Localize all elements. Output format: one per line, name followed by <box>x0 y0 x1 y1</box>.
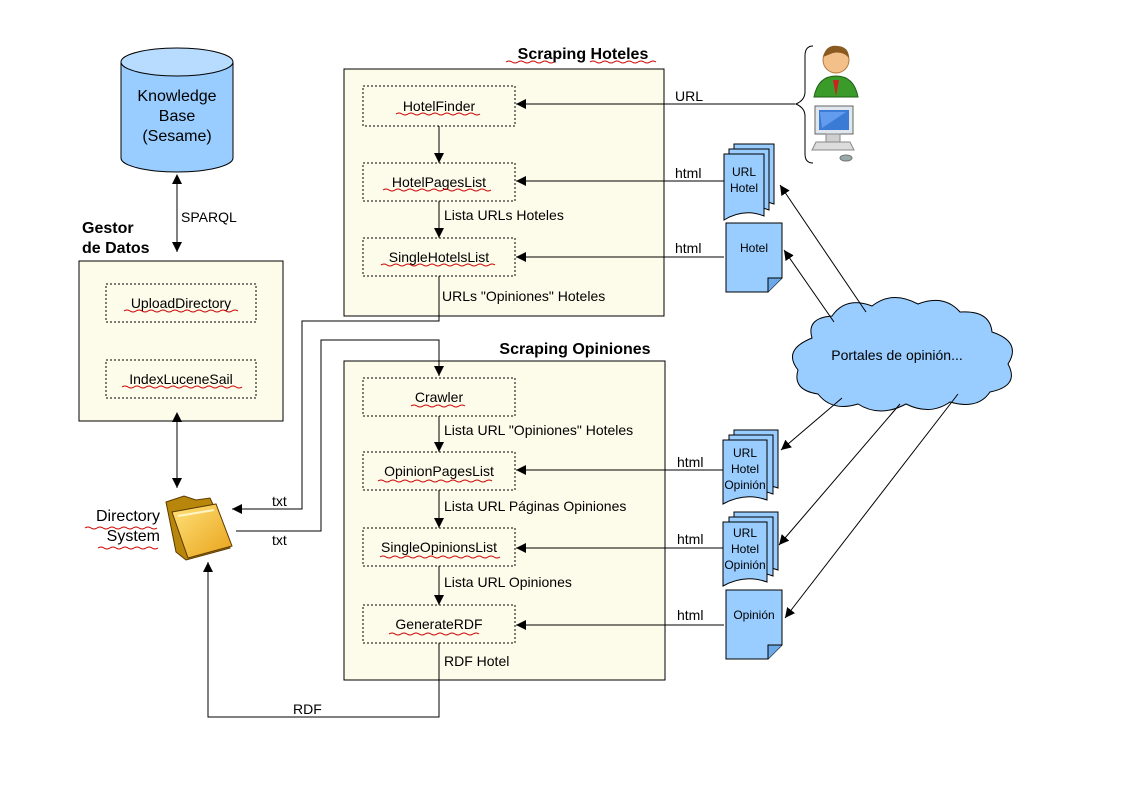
txt-arrow-2 <box>236 339 444 532</box>
opinion-doc1-line2: Hotel <box>731 462 759 476</box>
url-hotel-doc-line1: URL <box>732 165 756 179</box>
opinion-doc2-line1: URL <box>733 526 757 540</box>
cloud-arrow-4 <box>778 403 901 546</box>
spellcheck-squiggle <box>379 555 501 559</box>
index-lucene-module <box>105 359 257 399</box>
cloud-arrow-5 <box>784 393 959 619</box>
rdf-hotel-label: RDF Hotel <box>444 653 509 669</box>
lista-url-opiniones-hoteles-label: Lista URL "Opiniones" Hoteles <box>444 422 633 438</box>
hotel-document: Hotel <box>725 222 783 293</box>
generaterdf-label: GenerateRDF <box>395 616 482 632</box>
scraping-opiniones-title: Scraping Opiniones <box>499 341 650 358</box>
upload-directory-module <box>105 283 257 323</box>
opinion-document: Opinión <box>725 589 783 660</box>
singleopinionslist-label: SingleOpinionsList <box>381 539 497 555</box>
spellcheck-squiggle <box>84 526 158 530</box>
url-hotel-document: URL Hotel <box>723 143 775 221</box>
opinion-portals-cloud: Portales de opinión... <box>791 297 1013 412</box>
upload-directory-label: UploadDirectory <box>131 295 231 311</box>
rdf-arrow <box>203 562 440 718</box>
hotelpageslist-label: HotelPagesList <box>392 174 486 190</box>
html-label-1: html <box>675 165 701 181</box>
opinion-doc1-line1: URL <box>733 446 757 460</box>
knowledge-base-cylinder: Knowledge Base (Sesame) <box>120 47 234 173</box>
index-lucene-label: IndexLuceneSail <box>129 371 233 387</box>
spellcheck-squiggle <box>395 112 481 116</box>
directory-title-1: Directory <box>96 508 160 525</box>
user-brace <box>794 45 814 164</box>
directory-title-2: System <box>107 528 160 545</box>
url-hotel-opinion-document-2: URL Hotel Opinión <box>722 511 779 587</box>
crawler-label: Crawler <box>415 389 464 405</box>
opinion-doc2-line3: Opinión <box>724 558 765 572</box>
computer-icon <box>811 105 855 162</box>
cloud-arrow-2 <box>783 249 835 323</box>
spellcheck-squiggle <box>382 188 492 192</box>
knowledge-base-label-3: (Sesame) <box>142 128 211 145</box>
opinion-doc-label: Opinión <box>733 608 774 622</box>
txt-label-1: txt <box>272 493 287 509</box>
hotel-doc-label: Hotel <box>740 241 768 255</box>
url-hotel-opinion-document-1: URL Hotel Opinión <box>722 429 779 505</box>
spellcheck-squiggle <box>505 60 555 64</box>
singleopinionslist-module <box>362 527 516 567</box>
spellcheck-squiggle <box>388 632 480 636</box>
html-label-3: html <box>677 454 703 470</box>
opinionpageslist-label: OpinionPagesList <box>384 463 494 479</box>
cloud-arrow-3 <box>780 397 843 451</box>
sparql-label: SPARQL <box>181 209 237 225</box>
opinion-doc2-line2: Hotel <box>731 542 759 556</box>
opinion-doc1-line3: Opinión <box>724 478 765 492</box>
html-label-2: html <box>675 240 701 256</box>
spellcheck-squiggle <box>123 309 239 313</box>
scraping-hoteles-title: Scraping Hoteles <box>518 46 649 63</box>
txt-label-2: txt <box>272 532 287 548</box>
user-icon <box>813 45 859 98</box>
knowledge-base-label-1: Knowledge <box>137 88 216 105</box>
urls-opiniones-hoteles-label: URLs "Opiniones" Hoteles <box>442 288 605 304</box>
spellcheck-squiggle <box>410 404 466 408</box>
folder-icon <box>165 495 233 561</box>
crawler-module <box>362 377 516 417</box>
cloud-label: Portales de opinión... <box>831 347 963 363</box>
html-label-5: html <box>677 607 703 623</box>
spellcheck-squiggle <box>377 479 493 483</box>
hotelfinder-module <box>362 85 516 127</box>
html-label-4: html <box>677 531 703 547</box>
hotelfinder-label: HotelFinder <box>403 98 476 114</box>
spellcheck-squiggle <box>121 385 243 389</box>
singlehotelslist-label: SingleHotelsList <box>389 249 489 265</box>
gestor-title-2: de Datos <box>82 240 150 257</box>
lista-url-opiniones-label: Lista URL Opiniones <box>444 574 572 590</box>
spellcheck-squiggle <box>97 546 159 550</box>
url-label: URL <box>675 88 703 104</box>
lista-urls-hoteles-label: Lista URLs Hoteles <box>444 207 564 223</box>
spellcheck-squiggle <box>380 263 496 267</box>
gestor-title-1: Gestor <box>82 220 134 237</box>
knowledge-base-label-2: Base <box>159 108 196 125</box>
spellcheck-squiggle <box>589 60 657 64</box>
rdf-label: RDF <box>293 701 322 717</box>
lista-url-paginas-label: Lista URL Páginas Opiniones <box>444 498 626 514</box>
cloud-arrow-1 <box>779 184 867 313</box>
txt-arrow-1 <box>232 276 440 514</box>
url-hotel-doc-line2: Hotel <box>730 181 758 195</box>
